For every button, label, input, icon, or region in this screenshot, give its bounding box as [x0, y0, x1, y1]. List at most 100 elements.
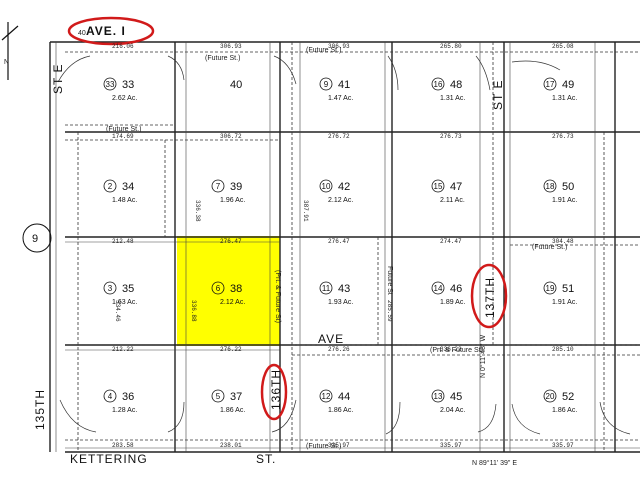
parcel-lot-number: 36: [122, 391, 134, 403]
prt-future-st: (Prt. & Future St): [274, 270, 281, 323]
parcel-acreage: 1.31 Ac.: [440, 95, 465, 102]
parcel-circle: [431, 179, 445, 193]
section-circle: [22, 223, 52, 253]
svg-text:40: 40: [78, 30, 86, 37]
parcel-lot-number: 48: [450, 79, 462, 91]
parcel-acreage: 1.86 Ac.: [552, 407, 577, 414]
dimension-label: 276.72: [328, 133, 350, 140]
dimension-label: 276.47: [328, 238, 350, 245]
dimension-label-vertical: 336.38: [194, 200, 201, 222]
parcel-lot-number: 51: [562, 283, 574, 295]
dimension-label: 306.93: [328, 43, 350, 50]
parcel-circle-number: 16: [434, 80, 443, 89]
parcel-circle: [211, 281, 225, 295]
parcel-lot-number: 44: [338, 391, 350, 403]
bearing-label: N 89°11' 39" E: [472, 459, 517, 467]
parcel-acreage: 2.12 Ac.: [328, 197, 353, 204]
parcel-circle-number: 11: [322, 284, 331, 293]
parcel-circle: [103, 281, 117, 295]
parcel-acreage: 1.48 Ac.: [112, 197, 137, 204]
dimension-label: 276.73: [552, 133, 574, 140]
parcel-circle: [103, 77, 117, 91]
dimension-label: 265.08: [552, 43, 574, 50]
parcel-lot-number: 40: [230, 79, 242, 91]
parcel-acreage: 1.91 Ac.: [552, 197, 577, 204]
parcel-acreage: 1.31 Ac.: [552, 95, 577, 102]
parcel-circle: [211, 389, 225, 403]
parcel-circle-number: 20: [546, 392, 555, 401]
dimension-label: 335.97: [440, 442, 462, 449]
dimension-label-vertical: 285.59: [386, 300, 393, 322]
parcel-48[interactable]: 16 48 1.31 Ac.: [431, 77, 465, 102]
dimension-label: 335.97: [328, 442, 350, 449]
north-arrow-icon: [1, 22, 19, 80]
parcel-circle: [319, 179, 333, 193]
parcel-circle: [543, 389, 557, 403]
dimension-label: 238.01: [220, 442, 242, 449]
parcel-circle-number: 6: [216, 284, 221, 293]
section-number: 9: [32, 233, 38, 245]
ave-mid-label: AVE: [318, 332, 344, 346]
parcel-acreage: 2.12 Ac.: [220, 299, 245, 306]
dimension-label: 276.73: [440, 133, 462, 140]
parcel-circle-number: 3: [108, 284, 113, 293]
parcel-circle: [103, 389, 117, 403]
parcel-lot-number: 49: [562, 79, 574, 91]
st-e-label: ST E: [491, 80, 505, 110]
highlighted-parcel[interactable]: [177, 236, 280, 346]
dimension-label: 216.06: [112, 43, 134, 50]
dimension-label: 304.48: [552, 238, 574, 245]
dimension-label: 174.69: [112, 133, 134, 140]
parcel-circle-number: 4: [108, 392, 113, 401]
future-st-3: (Future St.): [106, 126, 141, 133]
dimension-label: 306.93: [220, 43, 242, 50]
parcel-acreage: 2.11 Ac.: [440, 197, 465, 204]
parcel-circle: [319, 281, 333, 295]
dimension-label: 276.22: [220, 346, 242, 353]
parcel-lot-number: 33: [122, 79, 134, 91]
dimension-label: 335.97: [552, 442, 574, 449]
parcel-circle-number: 10: [322, 182, 331, 191]
dimension-label: 285.10: [552, 346, 574, 353]
dimension-label: 212.22: [112, 346, 134, 353]
future-street-lines: [65, 42, 640, 452]
parcel-circle: [543, 179, 557, 193]
parcel-40[interactable]: 40: [230, 79, 242, 91]
dimension-label: 336.22: [440, 346, 462, 353]
parcel-49[interactable]: 17 49 1.31 Ac.: [543, 77, 577, 102]
parcel-circle: [319, 389, 333, 403]
parcel-circle-number: 17: [546, 80, 555, 89]
dimension-label: 306.72: [220, 133, 242, 140]
st-137-oval: [470, 263, 508, 329]
parcel-lot-number: 34: [122, 181, 134, 193]
st-136-oval: [260, 363, 288, 421]
prt-future-st-2: (Prt. & Future St): [430, 347, 483, 354]
parcel-circle: [103, 179, 117, 193]
parcel-acreage: 1.63 Ac.: [112, 299, 137, 306]
parcel-circle: [431, 389, 445, 403]
dimension-label: 276.26: [328, 346, 350, 353]
st-label: ST.: [256, 452, 276, 466]
parcel-lot-number: 37: [230, 391, 242, 403]
parcel-acreage: 1.89 Ac.: [440, 299, 465, 306]
parcel-circle: [431, 77, 445, 91]
